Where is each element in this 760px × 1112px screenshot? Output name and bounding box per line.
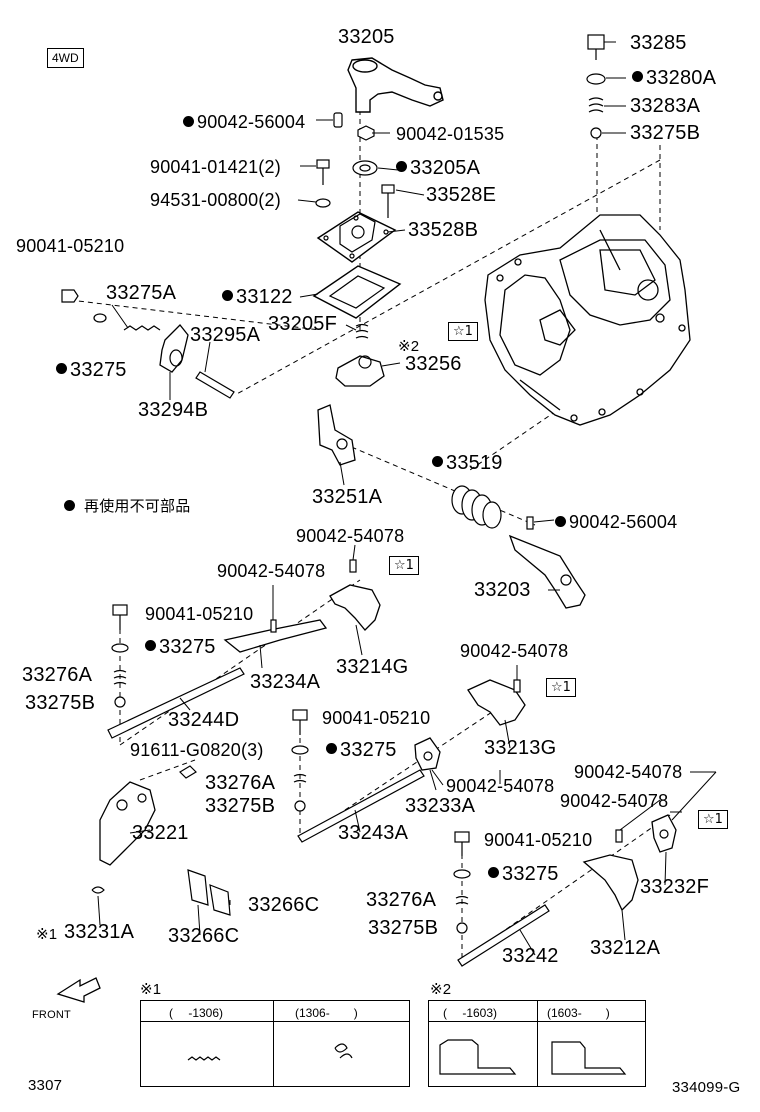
bullet-icon	[222, 290, 233, 302]
badge-4wd: 4WD	[47, 48, 84, 68]
table1-col1: ( -1306)	[169, 1006, 224, 1020]
bullet-icon	[396, 161, 407, 173]
label-33275B-a: 33275B	[25, 692, 96, 714]
table2-mark: ※2	[430, 981, 452, 998]
table2-col1: ( -1603)	[443, 1006, 498, 1020]
label-90042-54078-d: 90042-54078	[574, 762, 683, 782]
label-33243A: 33243A	[338, 822, 409, 844]
label-90041-05210-d: 90041-05210	[484, 830, 593, 850]
bullet-icon	[56, 363, 67, 375]
label-mark2: ※2	[398, 338, 420, 355]
front-label: FRONT	[32, 1009, 71, 1021]
table2: ( -1603) (1603- )	[428, 1000, 646, 1087]
label-33205: 33205	[338, 26, 395, 48]
bullet-icon	[632, 71, 643, 83]
bullet-icon	[64, 499, 75, 511]
label-33276A-b: 33276A	[205, 772, 276, 794]
star1-box-a: ☆1	[448, 322, 478, 341]
pin-a	[333, 112, 343, 128]
label-33244D: 33244D	[168, 709, 240, 731]
label-33280A: 33280A	[632, 68, 716, 88]
label-90042-56004-b: 90042-56004	[555, 512, 677, 532]
label-33256: 33256	[405, 353, 462, 375]
label-33519: 33519	[432, 453, 503, 473]
spring-new	[334, 1043, 353, 1059]
label-33213G: 33213G	[484, 737, 557, 759]
transmission-case	[484, 214, 691, 426]
label-33122: 33122	[222, 287, 293, 307]
table2-col2: (1603- )	[547, 1006, 610, 1020]
label-90041-05210-b: 90041-05210	[145, 604, 254, 624]
label-33205F: 33205F	[268, 313, 338, 335]
bullet-icon	[488, 867, 499, 879]
nut	[357, 125, 375, 141]
label-90041-05210-c: 90041-05210	[322, 708, 431, 728]
label-33234A: 33234A	[250, 671, 321, 693]
label-33233A: 33233A	[405, 795, 476, 817]
label-33275A: 33275A	[106, 282, 177, 304]
footer-left: 3307	[28, 1077, 63, 1094]
label-mark1: ※1	[36, 926, 58, 943]
legend: 再使用不可部品	[64, 497, 190, 517]
label-33266C-b: 33266C	[168, 925, 240, 947]
label-94531-00800: 94531-00800(2)	[150, 190, 281, 210]
star1-box-b: ☆1	[389, 556, 419, 575]
label-33251A: 33251A	[312, 486, 383, 508]
label-33203: 33203	[474, 579, 531, 601]
star1-box-d: ☆1	[698, 810, 728, 829]
bullet-icon	[432, 456, 443, 468]
shift-lever-33205	[347, 57, 444, 113]
label-33283A: 33283A	[630, 95, 701, 117]
label-33266C-a: 33266C	[248, 894, 320, 916]
label-90041-01421: 90041-01421(2)	[150, 157, 281, 177]
label-33232F: 33232F	[640, 876, 710, 898]
label-33212A: 33212A	[590, 937, 661, 959]
label-91611-g0820: 91611-G0820(3)	[130, 740, 264, 760]
label-90041-05210-a: 90041-05210	[16, 236, 125, 256]
label-33295A: 33295A	[190, 324, 261, 346]
label-90042-54078-b: 90042-54078	[217, 561, 326, 581]
label-33275B-c: 33275B	[368, 917, 439, 939]
label-33221: 33221	[132, 822, 189, 844]
label-90042-56004-a: 90042-56004	[183, 112, 305, 132]
label-90042-54078-a: 90042-54078	[296, 526, 405, 546]
label-33294B: 33294B	[138, 399, 209, 421]
label-33275-c: 33275	[326, 740, 397, 760]
label-90042-01535: 90042-01535	[396, 124, 505, 144]
label-33275B-b: 33275B	[205, 795, 276, 817]
bullet-icon	[145, 640, 156, 652]
label-33275-b: 33275	[145, 637, 216, 657]
star1-box-c: ☆1	[546, 678, 576, 697]
label-33275B-top: 33275B	[630, 122, 701, 144]
table1-mark: ※1	[140, 981, 162, 998]
label-90042-54078-e: 90042-54078	[446, 776, 555, 796]
boot-33519	[451, 485, 502, 529]
label-33231A: 33231A	[64, 921, 135, 943]
label-90042-54078-f: 90042-54078	[560, 791, 669, 811]
label-33528B: 33528B	[408, 219, 479, 241]
table1: ( -1306) (1306- )	[140, 1000, 410, 1087]
footer-right: 334099-G	[672, 1079, 741, 1096]
label-33276A-a: 33276A	[22, 664, 93, 686]
label-90042-54078-c: 90042-54078	[460, 641, 569, 661]
label-33242: 33242	[502, 945, 559, 967]
label-33285: 33285	[630, 32, 687, 54]
bullet-icon	[326, 743, 337, 755]
label-33275-a: 33275	[56, 360, 127, 380]
table1-col2: (1306- )	[295, 1006, 358, 1020]
bullet-icon	[183, 115, 194, 127]
label-33214G: 33214G	[336, 656, 409, 678]
label-33275-d: 33275	[488, 864, 559, 884]
label-33528E: 33528E	[426, 184, 497, 206]
spring-old	[187, 1056, 221, 1061]
label-33205A: 33205A	[396, 158, 480, 178]
bullet-icon	[555, 515, 566, 527]
guide-lines	[69, 110, 671, 961]
label-33276A-c: 33276A	[366, 889, 437, 911]
